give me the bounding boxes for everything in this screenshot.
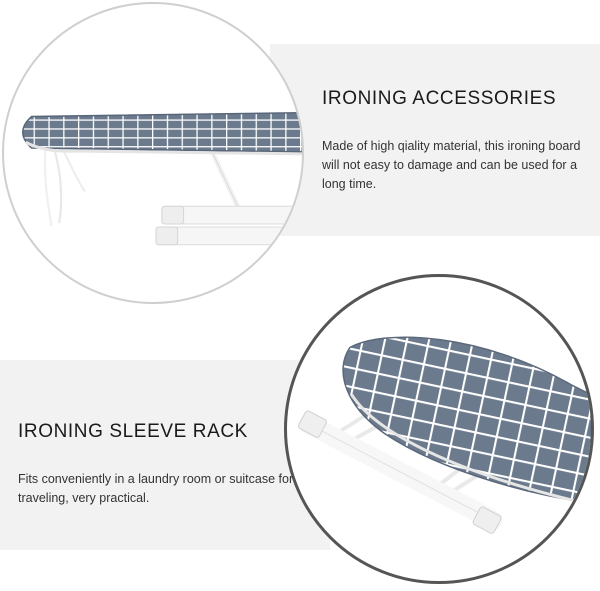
ironing-board-side-view-icon <box>22 111 302 246</box>
ironing-board-angled-view-icon <box>298 336 591 534</box>
section-title-accessories: IRONING ACCESSORIES <box>322 88 557 109</box>
section-description-accessories: Made of high qiality material, this iron… <box>322 139 581 191</box>
section-description-sleeve-rack: Fits conveniently in a laundry room or s… <box>18 472 294 505</box>
product-image-side-view <box>2 2 304 304</box>
section-background-accessories <box>270 44 600 236</box>
product-image-angled-view <box>284 274 594 584</box>
section-background-sleeve-rack <box>0 360 330 550</box>
section-title-sleeve-rack: IRONING SLEEVE RACK <box>18 421 248 442</box>
